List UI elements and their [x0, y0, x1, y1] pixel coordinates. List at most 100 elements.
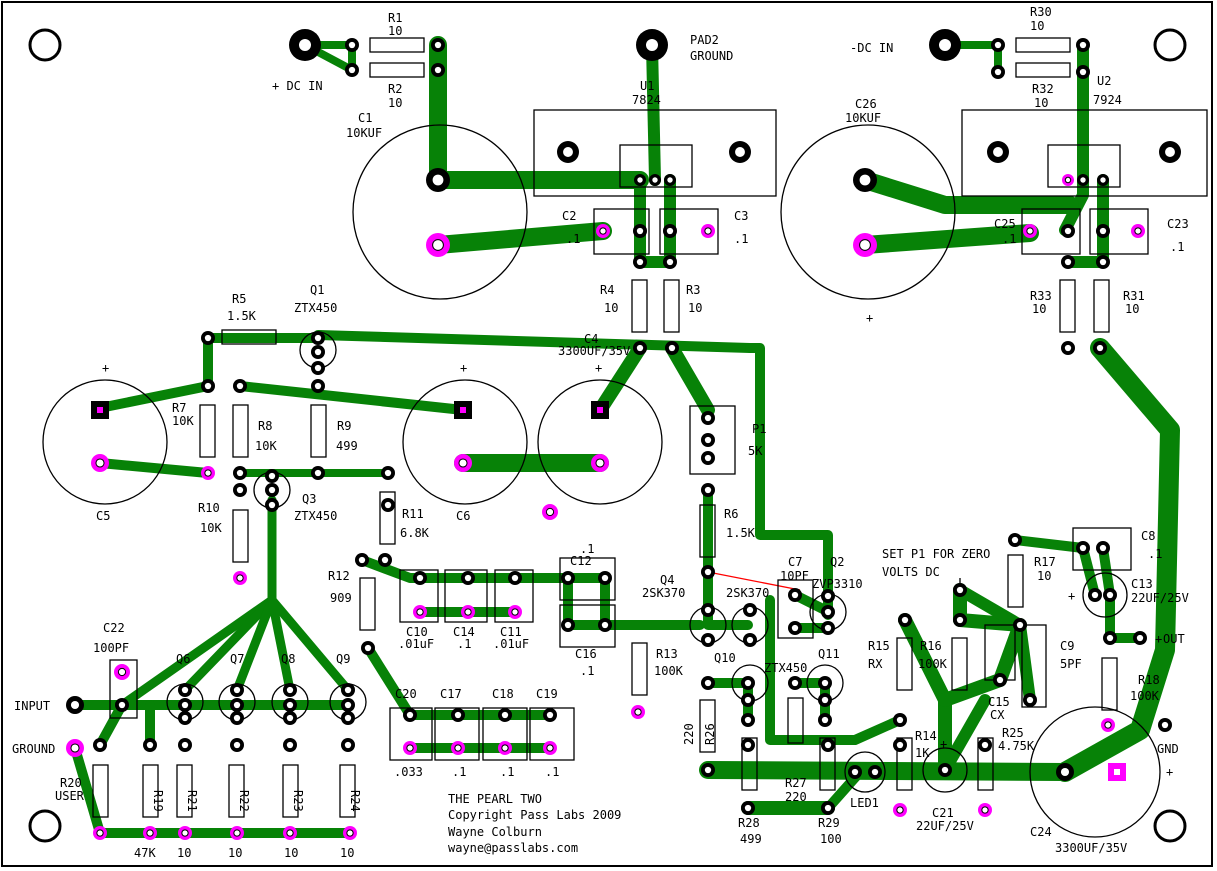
- pad-hole: [344, 714, 352, 722]
- trace: [232, 595, 277, 695]
- pad-hole: [735, 147, 745, 157]
- pad-hole: [181, 686, 189, 694]
- label-r33-value: 10: [1032, 302, 1046, 316]
- pad-hole: [364, 644, 372, 652]
- label-q5-value: 2SK370: [726, 586, 769, 600]
- pad-hole: [824, 592, 832, 600]
- label-r14-value: 1K: [915, 746, 930, 760]
- label-r19-ref: R19: [151, 790, 165, 812]
- pad-hole: [646, 39, 658, 51]
- label-r2-value: 10: [388, 96, 402, 110]
- pad-hole: [268, 486, 276, 494]
- pad-hole: [599, 227, 607, 235]
- label-r32-ref: R32: [1032, 82, 1054, 96]
- pad-hole: [97, 407, 103, 413]
- label-c17-ref: C17: [440, 687, 462, 701]
- label-r5-value: 1.5K: [227, 309, 257, 323]
- pad-hole: [181, 714, 189, 722]
- label-c15-value: CX: [990, 708, 1005, 722]
- pad-hole: [1106, 591, 1114, 599]
- pad-hole: [501, 711, 509, 719]
- label-q4-value: 2SK370: [642, 586, 685, 600]
- label-r8-value: 10K: [255, 439, 277, 453]
- cap-c7-box: [777, 579, 814, 639]
- label-c24-ref: C24: [1030, 825, 1052, 839]
- res-r33-body: [1059, 279, 1076, 333]
- label-c23-ref: C23: [1167, 217, 1189, 231]
- label-gnd: GND: [1157, 742, 1179, 756]
- label-r10-ref: R10: [198, 501, 220, 515]
- label-r20-user: USER: [55, 789, 85, 803]
- res-r20-body: [92, 764, 109, 818]
- res-r5-body: [221, 329, 277, 345]
- trace: [267, 595, 353, 695]
- pad-hole: [406, 711, 414, 719]
- pad-hole: [416, 608, 424, 616]
- note-line2: VOLTS DC: [882, 565, 940, 579]
- label-ground-top: GROUND: [690, 49, 733, 63]
- label-c26-value: 10KUF: [845, 111, 881, 125]
- label-c15-ref: C15: [988, 695, 1010, 709]
- mounting-holes: [28, 28, 1187, 843]
- pad-hole: [1165, 147, 1175, 157]
- res-r6-body: [699, 504, 716, 558]
- pad-hole: [1079, 41, 1087, 49]
- label-c24-plus: +: [1166, 765, 1173, 779]
- pad-hole: [1106, 634, 1114, 642]
- pad-hole: [236, 574, 244, 582]
- trace: [267, 595, 295, 695]
- pad-hole: [704, 454, 712, 462]
- pad-hole: [824, 608, 832, 616]
- pad-hole: [464, 608, 472, 616]
- label-r25-ref: R25: [1002, 726, 1024, 740]
- trace: [856, 224, 1039, 254]
- pad-hole: [744, 741, 752, 749]
- label-c7-value: 10PF: [780, 569, 809, 583]
- pad-hole: [1079, 544, 1087, 552]
- pad-hole: [1011, 536, 1019, 544]
- pad-hole: [1064, 227, 1072, 235]
- label-c21-value: 22UF/25V: [916, 819, 974, 833]
- label-r11-value: 6.8K: [400, 526, 430, 540]
- label-r6-value: 1.5K: [726, 526, 756, 540]
- pad-hole: [432, 174, 444, 186]
- label-q2-value: ZVP3310: [812, 577, 863, 591]
- label-r1-ref: R1: [388, 11, 402, 25]
- trace: [1059, 39, 1089, 236]
- pad-hole: [704, 679, 712, 687]
- pad-hole: [118, 701, 126, 709]
- label-r30-ref: R30: [1030, 5, 1052, 19]
- pad-hole: [204, 382, 212, 390]
- res-r29-body: [819, 737, 836, 791]
- cap-c20-box: [389, 707, 433, 761]
- label-c19-value: .1: [545, 765, 559, 779]
- pad-hole: [746, 606, 754, 614]
- res-r25-body: [977, 737, 994, 791]
- pad-hole: [464, 574, 472, 582]
- mounting-hole: [28, 809, 62, 843]
- pad-hole: [564, 574, 572, 582]
- label-r2-ref: R2: [388, 82, 402, 96]
- label-pad2: PAD2: [690, 33, 719, 47]
- res-r22-body: [228, 764, 245, 818]
- label-r9-ref: R9: [337, 419, 351, 433]
- pad-hole: [545, 507, 555, 517]
- label-r18-value: 100K: [1130, 689, 1160, 703]
- trace: [939, 694, 991, 776]
- label-c22-value: 100PF: [93, 641, 129, 655]
- label-c8-ref: C8: [1141, 529, 1155, 543]
- label-r20-ref: R20: [60, 776, 82, 790]
- label-c21-ref: C21: [932, 806, 954, 820]
- cap-c11-box: [494, 569, 534, 623]
- label-q4-ref: Q4: [660, 573, 674, 587]
- pad-hole: [636, 227, 644, 235]
- pad-hole: [348, 41, 356, 49]
- label-c9-ref: C9: [1060, 639, 1074, 653]
- trace: [313, 330, 755, 353]
- trace: [646, 39, 661, 186]
- res-r19-body: [142, 764, 159, 818]
- label-r22-value: 10: [228, 846, 242, 860]
- pad-hole: [896, 741, 904, 749]
- pad-hole: [346, 829, 354, 837]
- pad-hole: [564, 621, 572, 629]
